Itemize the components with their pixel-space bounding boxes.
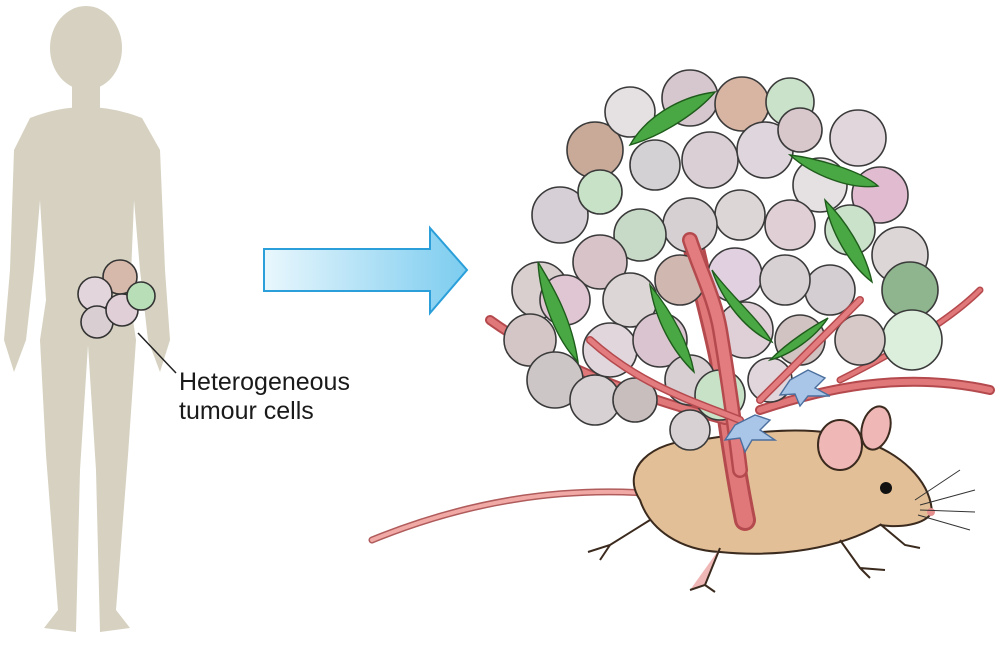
arrow-right-icon: [263, 225, 469, 316]
label-line-2: tumour cells: [179, 397, 314, 425]
mouse-icon: [587, 405, 976, 593]
human-silhouette-icon: [4, 6, 170, 632]
tumour-cell-cluster-icon: [77, 259, 156, 339]
immune-cells: [723, 369, 831, 454]
fibroblast-cells: [537, 91, 880, 375]
label-leader-line: [137, 332, 177, 374]
label-line-1: Heterogeneous: [179, 368, 350, 396]
tumour-cells-label: Heterogeneous tumour cells: [179, 368, 350, 426]
